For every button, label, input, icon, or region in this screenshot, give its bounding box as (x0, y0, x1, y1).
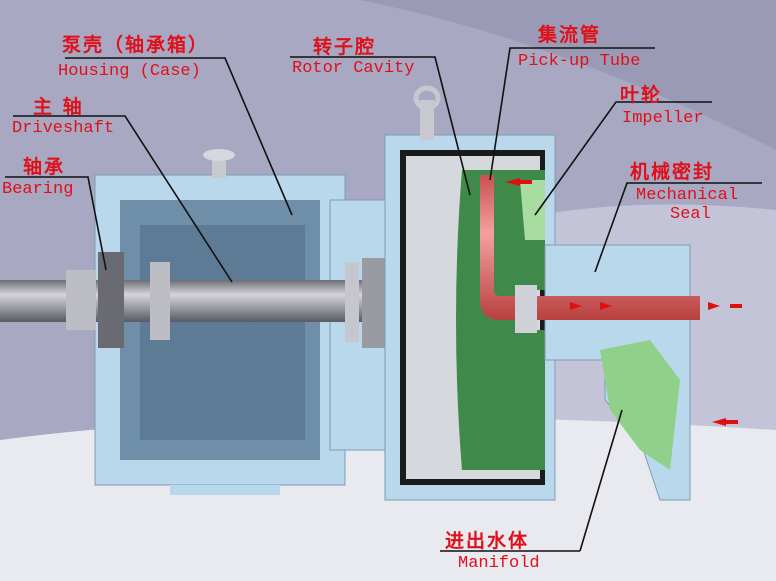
mechanical-seal-label-en-2: Seal (670, 205, 711, 224)
housing (94, 149, 391, 495)
pickup-tube (480, 175, 700, 320)
driveshaft-label-en: Driveshaft (12, 119, 115, 138)
driveshaft-label-zh: 主 轴 (33, 96, 84, 118)
leader-lines (5, 47, 762, 552)
mechanical-seal-label-en-1: Mechanical (636, 186, 739, 205)
impeller-highlight (520, 180, 545, 240)
rotor-cavity-label-en: Rotor Cavity (292, 59, 415, 78)
housing-label-en: Housing (Case) (58, 62, 201, 81)
tube-flange (515, 285, 537, 333)
manifold-label-zh: 进出水体 (445, 530, 530, 552)
bearing-label-zh: 轴承 (23, 156, 66, 178)
impeller-label-zh: 叶轮 (620, 84, 663, 106)
manifold-label-en: Manifold (458, 554, 540, 573)
pickup-tube-label-zh: 集流管 (538, 24, 602, 46)
impeller-label-en: Impeller (622, 109, 704, 128)
housing-label-zh: 泵壳（轴承箱） (62, 34, 210, 56)
background-arc (360, 0, 776, 150)
mechanical-seal-label-zh: 机械密封 (630, 161, 715, 183)
bearing-label-en: Bearing (2, 180, 74, 199)
flow-arrows (505, 178, 742, 426)
pickup-tube-label-en: Pick-up Tube (518, 52, 641, 71)
rotor-cavity-label-zh: 转子腔 (313, 36, 377, 58)
